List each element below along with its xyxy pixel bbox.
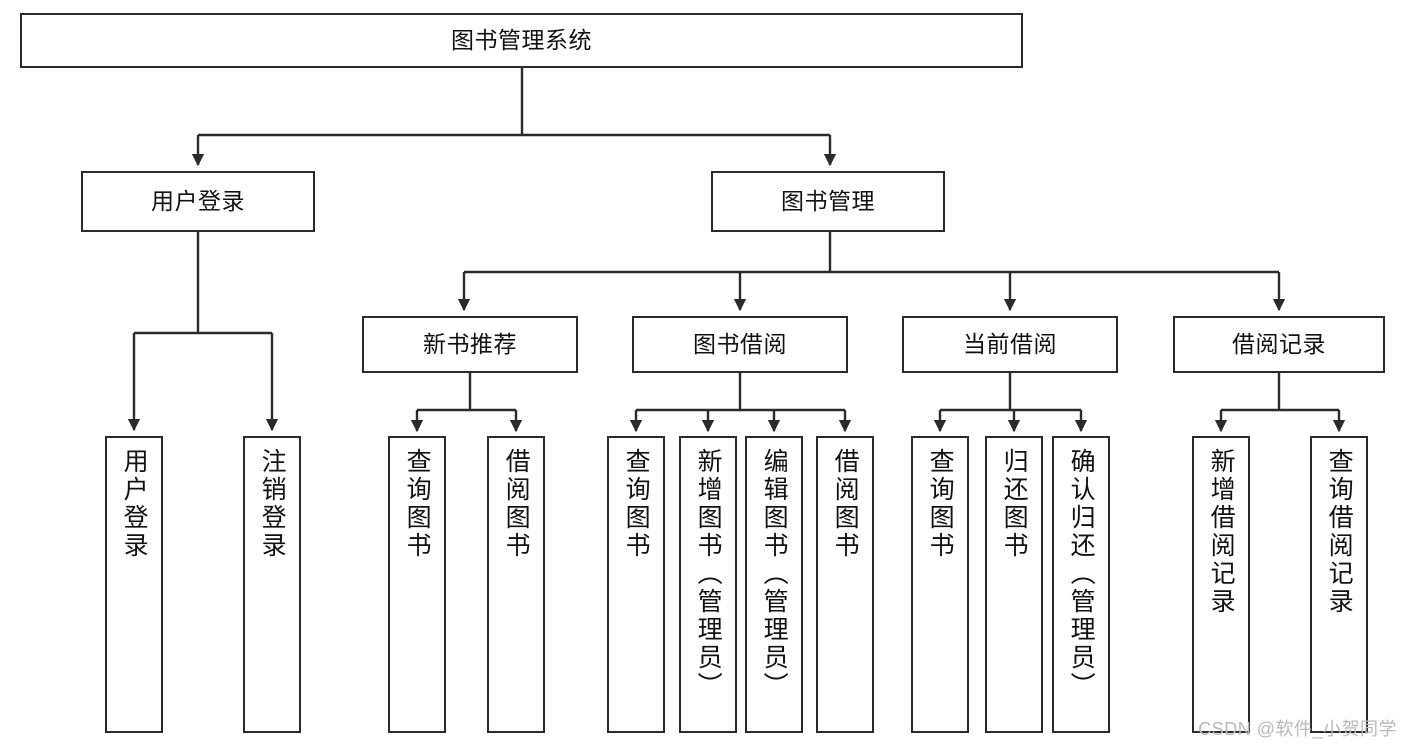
node-leaf-logout-label: 注销登录 [258,448,287,560]
node-leaf-add-record-label: 新增借阅记录 [1207,448,1236,616]
node-leaf-return-book-label: 归还图书 [1000,448,1029,560]
node-current-borrow-label: 当前借阅 [963,330,1057,357]
node-leaf-logout[interactable]: 注销登录 [243,436,301,733]
node-leaf-query-record-label: 查询借阅记录 [1325,448,1354,616]
node-leaf-add-record[interactable]: 新增借阅记录 [1192,436,1250,733]
node-current-borrow[interactable]: 当前借阅 [902,316,1118,373]
node-leaf-borrow-book-rec-label: 借阅图书 [502,448,531,560]
node-leaf-confirm-return-label: 确认归还（管理员） [1067,448,1096,700]
node-leaf-query-record[interactable]: 查询借阅记录 [1310,436,1368,733]
node-book-borrow-label: 图书借阅 [693,330,787,357]
node-leaf-add-book-label: 新增图书（管理员） [694,448,723,700]
node-leaf-return-book[interactable]: 归还图书 [985,436,1043,733]
node-user-login-label: 用户登录 [151,187,245,214]
node-leaf-borrow-book[interactable]: 借阅图书 [816,436,874,733]
node-leaf-query-book-rec[interactable]: 查询图书 [388,436,446,733]
node-new-book-recommend-label: 新书推荐 [423,330,517,357]
node-book-management-label: 图书管理 [781,187,875,214]
node-root[interactable]: 图书管理系统 [20,13,1023,68]
node-leaf-query-book-borrow-label: 查询图书 [622,448,651,560]
node-leaf-borrow-book-label: 借阅图书 [831,448,860,560]
node-book-borrow[interactable]: 图书借阅 [632,316,848,373]
node-user-login[interactable]: 用户登录 [81,171,315,232]
node-leaf-edit-book[interactable]: 编辑图书（管理员） [745,436,803,733]
node-new-book-recommend[interactable]: 新书推荐 [362,316,578,373]
node-leaf-user-login[interactable]: 用户登录 [105,436,163,733]
node-leaf-query-book-current[interactable]: 查询图书 [911,436,969,733]
node-book-management[interactable]: 图书管理 [711,171,945,232]
node-leaf-confirm-return[interactable]: 确认归还（管理员） [1052,436,1110,733]
node-root-label: 图书管理系统 [451,26,592,53]
node-leaf-query-book-current-label: 查询图书 [926,448,955,560]
node-leaf-edit-book-label: 编辑图书（管理员） [760,448,789,700]
node-borrow-record[interactable]: 借阅记录 [1173,316,1385,373]
node-leaf-add-book[interactable]: 新增图书（管理员） [679,436,737,733]
watermark: CSDN @软件_小贺同学 [1198,719,1397,739]
node-leaf-borrow-book-rec[interactable]: 借阅图书 [487,436,545,733]
node-leaf-query-book-rec-label: 查询图书 [403,448,432,560]
node-borrow-record-label: 借阅记录 [1232,330,1326,357]
node-leaf-query-book-borrow[interactable]: 查询图书 [607,436,665,733]
node-leaf-user-login-label: 用户登录 [120,448,149,560]
